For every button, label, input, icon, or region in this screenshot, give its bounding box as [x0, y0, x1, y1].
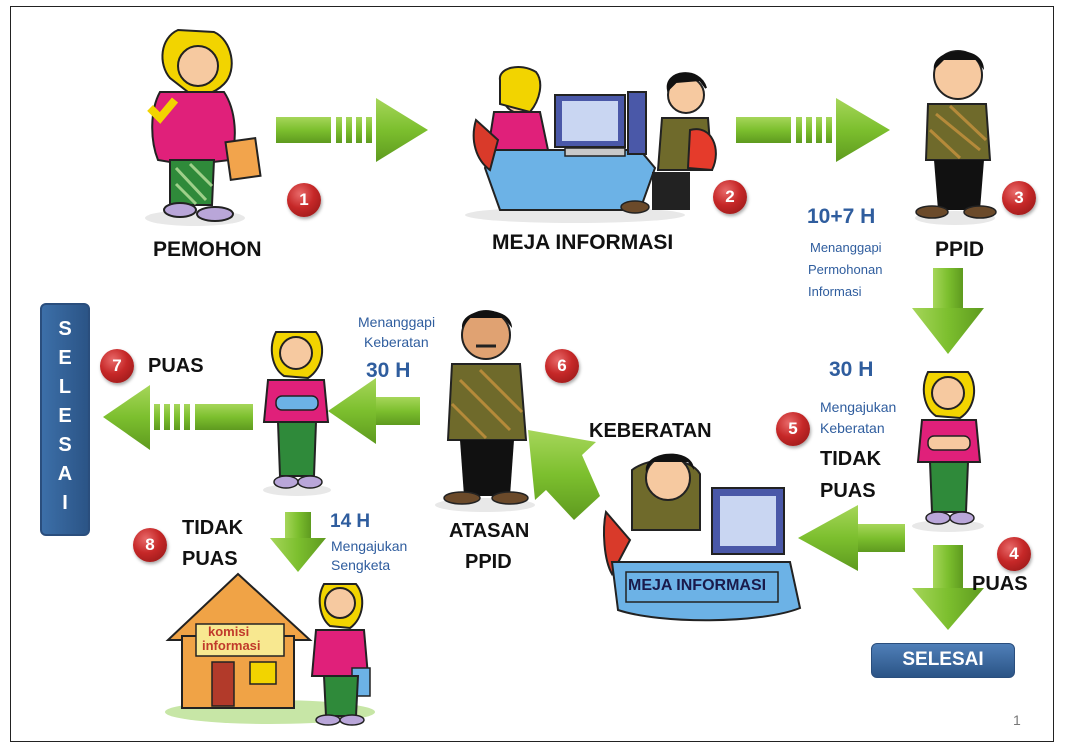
ppid-figure — [915, 50, 997, 225]
label-tidak-puas-left-2: PUAS — [182, 548, 238, 570]
timing-objection-note-2: Keberatan — [820, 420, 885, 436]
selesai-letter: L — [58, 376, 72, 398]
label-tidak-puas-left-1: TIDAK — [182, 517, 244, 539]
selesai-horizontal-box: SELESAI — [871, 643, 1015, 678]
slide-frame — [10, 6, 1054, 742]
komisi-sign-line1: komisi — [208, 624, 250, 639]
step-badge-3: 3 — [1002, 181, 1036, 215]
atasan-ppid-figure — [435, 310, 535, 512]
label-pemohon: PEMOHON — [153, 238, 262, 261]
label-puas-left: PUAS — [148, 355, 204, 377]
step-badge-1: 1 — [287, 183, 321, 217]
arrow-puas-down — [912, 545, 984, 630]
step-badge-6: 6 — [545, 349, 579, 383]
meja-informasi-scene — [465, 65, 717, 223]
meja-informasi-bottom-scene — [603, 453, 802, 622]
arrow-sengketa-down — [270, 512, 326, 572]
timing-dispute-days: 14 H — [330, 511, 371, 532]
timing-ppid-note-1: Menanggapi — [810, 240, 882, 255]
label-tidak-puas-right-1: TIDAK — [820, 448, 882, 470]
selesai-letter: S — [58, 434, 72, 456]
komisi-informasi-house — [165, 572, 375, 724]
selesai-letter: E — [58, 347, 72, 369]
step-badge-2: 2 — [713, 180, 747, 214]
timing-objection-note-1: Mengajukan — [820, 399, 897, 415]
timing-ppid-note-3: Informasi — [808, 284, 862, 299]
selesai-vertical-box: S E L E S A I — [40, 303, 90, 536]
timing-ppid-note-2: Permohonan — [808, 262, 883, 277]
requester-left-figure — [262, 331, 331, 496]
timing-objection-days: 30 H — [829, 358, 874, 381]
label-meja-informasi: MEJA INFORMASI — [492, 231, 674, 254]
arrow-pemohon-to-meja — [276, 98, 428, 162]
timing-dispute-note-1: Mengajukan — [331, 538, 408, 554]
label-atasan-line1: ATASAN — [449, 520, 530, 542]
selesai-letter: S — [58, 318, 72, 340]
timing-response-note-1: Menanggapi — [358, 314, 436, 330]
timing-response-note-2: Keberatan — [364, 334, 429, 350]
label-atasan-line2: PPID — [465, 551, 512, 573]
step-badge-4: 4 — [997, 537, 1031, 571]
requester-house-figure — [310, 583, 371, 726]
label-ppid: PPID — [935, 238, 985, 261]
komisi-sign-line2: informasi — [202, 638, 261, 653]
selesai-letter: E — [58, 405, 72, 427]
page-number: 1 — [1013, 712, 1021, 728]
arrow-puas-to-selesai — [103, 385, 253, 450]
arrow-atasan-left — [328, 378, 420, 444]
arrow-ppid-down — [912, 268, 984, 354]
timing-response-days: 30 H — [366, 359, 411, 382]
step-badge-8: 8 — [133, 528, 167, 562]
label-puas-right: PUAS — [972, 573, 1028, 595]
label-tidak-puas-right-2: PUAS — [820, 480, 876, 502]
arrow-tidak-puas-left — [798, 505, 905, 571]
arrow-keberatan-diagonal — [528, 430, 600, 520]
timing-dispute-note-2: Sengketa — [331, 557, 391, 573]
label-keberatan: KEBERATAN — [589, 420, 712, 442]
arrow-meja-to-ppid — [736, 98, 890, 162]
requester-right-figure — [912, 371, 984, 532]
step-badge-5: 5 — [776, 412, 810, 446]
timing-ppid-days: 10+7 H — [807, 205, 876, 228]
pemohon-figure — [145, 28, 262, 226]
selesai-letter: A — [57, 463, 73, 485]
selesai-letter: I — [62, 492, 68, 514]
step-badge-7: 7 — [100, 349, 134, 383]
meja-sign-text: MEJA INFORMASI — [628, 577, 767, 594]
